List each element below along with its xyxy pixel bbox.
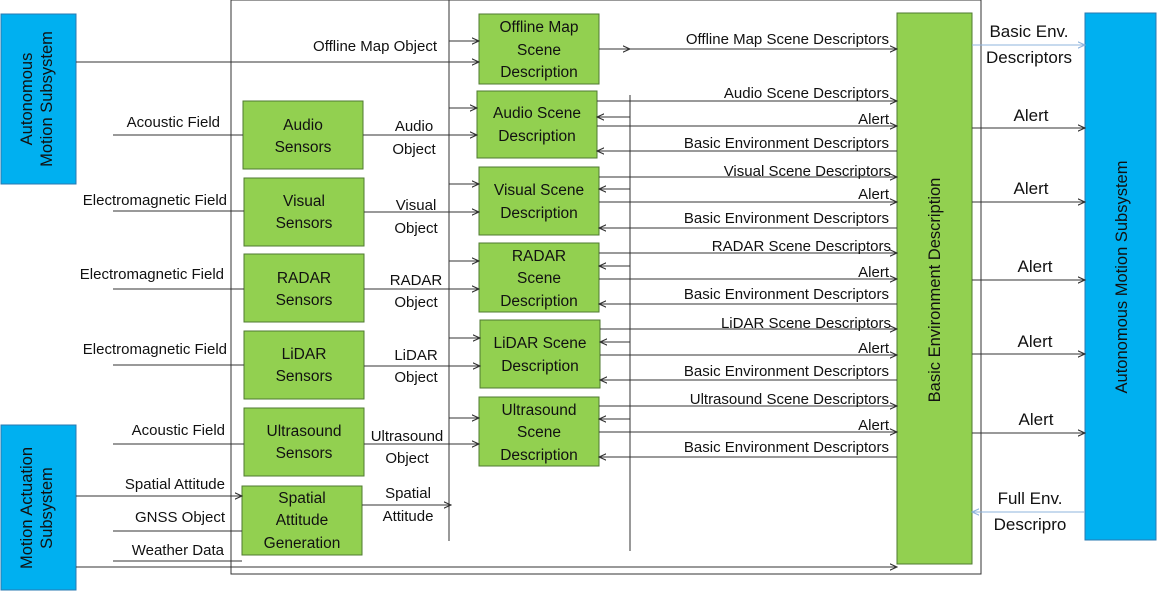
em-field-visual-label: Electromagnetic Field bbox=[83, 192, 227, 209]
lidar-scene-line1: LiDAR Scene bbox=[493, 335, 586, 352]
alert-out-4-label: Alert bbox=[1018, 332, 1053, 351]
spatial-attitude-out-line1: Spatial bbox=[385, 485, 431, 502]
radar-scene-line1: RADAR bbox=[512, 248, 566, 265]
full-env-descriptors-line2: Descripro bbox=[994, 515, 1067, 534]
spatial-attitude-generation-block bbox=[241, 485, 363, 556]
visual-basic-env-label: Basic Environment Descriptors bbox=[684, 210, 889, 227]
visual-object-line1: Visual bbox=[396, 197, 437, 214]
visual-scene-descriptors-label: Visual Scene Descriptors bbox=[724, 163, 891, 180]
alert-out-5-label: Alert bbox=[1019, 410, 1054, 429]
radar-sensors-block bbox=[243, 253, 365, 323]
ultrasound-alert-label: Alert bbox=[858, 417, 890, 434]
audio-scene-description-block bbox=[476, 90, 598, 159]
gnss-object-label: GNSS Object bbox=[135, 509, 226, 526]
radar-scene-description-block bbox=[478, 242, 600, 313]
radar-sensors-line2: Sensors bbox=[276, 292, 333, 309]
offline-map-scene-line2: Scene bbox=[517, 42, 561, 59]
alert-out-3-label: Alert bbox=[1018, 257, 1053, 276]
visual-sensors-line2: Sensors bbox=[276, 215, 333, 232]
audio-object-line2: Object bbox=[392, 141, 436, 158]
audio-scene-line2: Description bbox=[498, 128, 576, 145]
autonomous-motion-right-label: Autonomous Motion Subsystem bbox=[1113, 161, 1131, 394]
spatial-attitude-generation-line3: Generation bbox=[264, 535, 341, 552]
acoustic-field-2-label: Acoustic Field bbox=[132, 422, 225, 439]
offline-map-scene-line1: Offline Map bbox=[500, 19, 579, 36]
autonomous-motion-left-line2: Motion Subsystem bbox=[38, 31, 56, 167]
ultrasound-scene-descriptors-label: Ultrasound Scene Descriptors bbox=[690, 391, 889, 408]
lidar-scene-line2: Description bbox=[501, 358, 579, 375]
visual-sensors-line1: Visual bbox=[283, 193, 325, 210]
weather-data-label: Weather Data bbox=[132, 542, 225, 559]
ultrasound-basic-env-label: Basic Environment Descriptors bbox=[684, 439, 889, 456]
radar-sensors-line1: RADAR bbox=[277, 270, 331, 287]
audio-sensors-line1: Audio bbox=[283, 117, 323, 134]
em-field-radar-label: Electromagnetic Field bbox=[80, 266, 224, 283]
radar-scene-line2: Scene bbox=[517, 270, 561, 287]
lidar-basic-env-label: Basic Environment Descriptors bbox=[684, 363, 889, 380]
visual-object-line2: Object bbox=[394, 220, 438, 237]
radar-scene-line3: Description bbox=[500, 293, 578, 310]
spatial-attitude-in-label: Spatial Attitude bbox=[125, 476, 225, 493]
acoustic-field-1-label: Acoustic Field bbox=[127, 114, 220, 131]
audio-sensors-block bbox=[242, 100, 364, 170]
radar-alert-label: Alert bbox=[858, 264, 890, 281]
ultrasound-object-line2: Object bbox=[385, 450, 429, 467]
audio-scene-line1: Audio Scene bbox=[493, 105, 581, 122]
lidar-sensors-line2: Sensors bbox=[276, 368, 333, 385]
radar-scene-descriptors-label: RADAR Scene Descriptors bbox=[712, 238, 891, 255]
audio-scene-descriptors-label: Audio Scene Descriptors bbox=[724, 85, 889, 102]
visual-sensors-block bbox=[243, 177, 365, 247]
visual-scene-description-block bbox=[478, 166, 600, 236]
motion-actuation-line1: Motion Actuation bbox=[18, 447, 36, 569]
alert-out-1-label: Alert bbox=[1014, 106, 1049, 125]
audio-basic-env-label: Basic Environment Descriptors bbox=[684, 135, 889, 152]
visual-scene-line1: Visual Scene bbox=[494, 182, 584, 199]
lidar-alert-label: Alert bbox=[858, 340, 890, 357]
audio-object-line1: Audio bbox=[395, 118, 433, 135]
audio-sensors-line2: Sensors bbox=[275, 139, 332, 156]
autonomous-motion-subsystem-left bbox=[0, 13, 77, 185]
lidar-sensors-line1: LiDAR bbox=[282, 346, 327, 363]
motion-actuation-subsystem bbox=[0, 424, 77, 591]
autonomous-motion-subsystem-right bbox=[1084, 12, 1157, 541]
ultrasound-sensors-block bbox=[243, 407, 365, 477]
audio-alert-label: Alert bbox=[858, 111, 890, 128]
offline-map-object-label: Offline Map Object bbox=[313, 38, 438, 55]
em-field-lidar-label: Electromagnetic Field bbox=[83, 341, 227, 358]
ultrasound-scene-line3: Description bbox=[500, 447, 578, 464]
system-boundary bbox=[230, 0, 982, 575]
lidar-scene-descriptors-label: LiDAR Scene Descriptors bbox=[721, 315, 891, 332]
radar-object-line2: Object bbox=[394, 294, 438, 311]
offline-map-scene-description-block bbox=[478, 13, 600, 85]
autonomous-motion-left-line1: Autonomous bbox=[18, 53, 36, 146]
visual-alert-label: Alert bbox=[858, 186, 890, 203]
lidar-scene-description-block bbox=[479, 319, 601, 389]
basic-env-descriptors-line2: Descriptors bbox=[986, 48, 1072, 67]
basic-env-descriptors-line1: Basic Env. bbox=[989, 22, 1068, 41]
lidar-object-line1: LiDAR bbox=[394, 347, 438, 364]
radar-basic-env-label: Basic Environment Descriptors bbox=[684, 286, 889, 303]
lidar-object-line2: Object bbox=[394, 369, 438, 386]
visual-scene-line2: Description bbox=[500, 205, 578, 222]
ultrasound-scene-description-block bbox=[478, 396, 600, 467]
basic-environment-description-label: Basic Environment Description bbox=[926, 178, 944, 403]
ultrasound-scene-line2: Scene bbox=[517, 424, 561, 441]
ultrasound-object-line1: Ultrasound bbox=[371, 428, 444, 445]
offline-map-scene-line3: Description bbox=[500, 64, 578, 81]
ultrasound-scene-line1: Ultrasound bbox=[502, 402, 577, 419]
full-env-descriptors-line1: Full Env. bbox=[998, 489, 1063, 508]
offline-map-descriptors-label: Offline Map Scene Descriptors bbox=[686, 31, 889, 48]
ultrasound-sensors-line2: Sensors bbox=[276, 445, 333, 462]
ultrasound-sensors-line1: Ultrasound bbox=[267, 423, 342, 440]
spatial-attitude-out-line2: Attitude bbox=[383, 508, 434, 525]
spatial-attitude-generation-line1: Spatial bbox=[278, 490, 325, 507]
alert-out-2-label: Alert bbox=[1014, 179, 1049, 198]
basic-environment-description-block bbox=[896, 12, 973, 565]
radar-object-line1: RADAR bbox=[390, 272, 443, 289]
motion-actuation-line2: Subsystem bbox=[38, 467, 56, 549]
spatial-attitude-generation-line2: Attitude bbox=[276, 512, 329, 529]
lidar-sensors-block bbox=[243, 330, 365, 400]
